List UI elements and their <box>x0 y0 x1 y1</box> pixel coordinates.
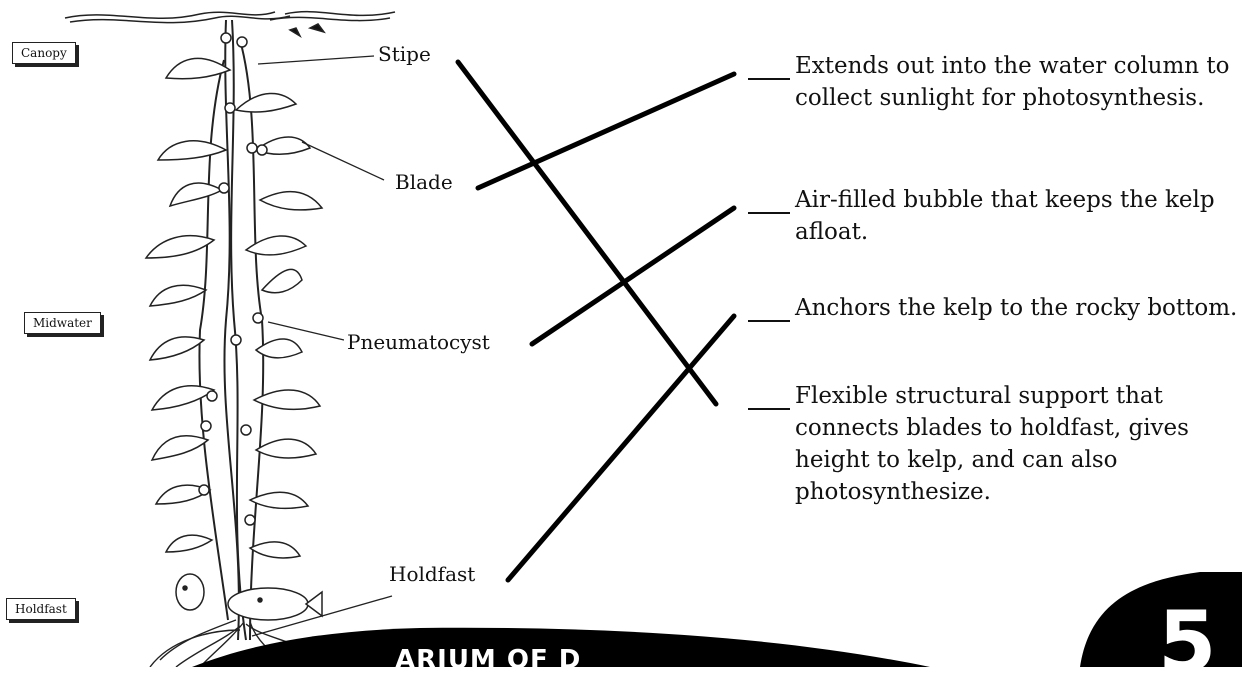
definition-dash <box>748 212 790 214</box>
match-line-pneumatocyst <box>532 208 734 344</box>
part-label-holdfast: Holdfast <box>386 562 478 586</box>
fish-illustration <box>176 574 322 620</box>
footer-banner-text: ARIUM OF D <box>395 645 581 675</box>
zone-label-midwater: Midwater <box>24 312 101 334</box>
part-label-stipe: Stipe <box>375 42 434 66</box>
definition-2: Air-filled bubble that keeps the kelp af… <box>795 184 1240 248</box>
zone-label-holdfast: Holdfast <box>6 598 76 620</box>
kelp-canopy-illustration <box>65 12 395 36</box>
definition-dash <box>748 408 790 410</box>
match-line-blade <box>478 74 734 188</box>
zone-label-canopy: Canopy <box>12 42 76 64</box>
matching-lines <box>458 62 734 580</box>
part-label-blade: Blade <box>392 170 456 194</box>
footer-banner <box>192 572 1242 667</box>
definition-1: Extends out into the water column to col… <box>795 50 1240 114</box>
definition-4: Flexible structural support that connect… <box>795 380 1240 508</box>
definition-3: Anchors the kelp to the rocky bottom. <box>795 292 1240 324</box>
match-line-holdfast <box>508 316 734 580</box>
definition-dash <box>748 78 790 80</box>
definition-dash <box>748 320 790 322</box>
part-label-pneumatocyst: Pneumatocyst <box>344 330 493 354</box>
match-line-stipe <box>458 62 716 404</box>
page-number: 5 <box>1158 600 1216 684</box>
